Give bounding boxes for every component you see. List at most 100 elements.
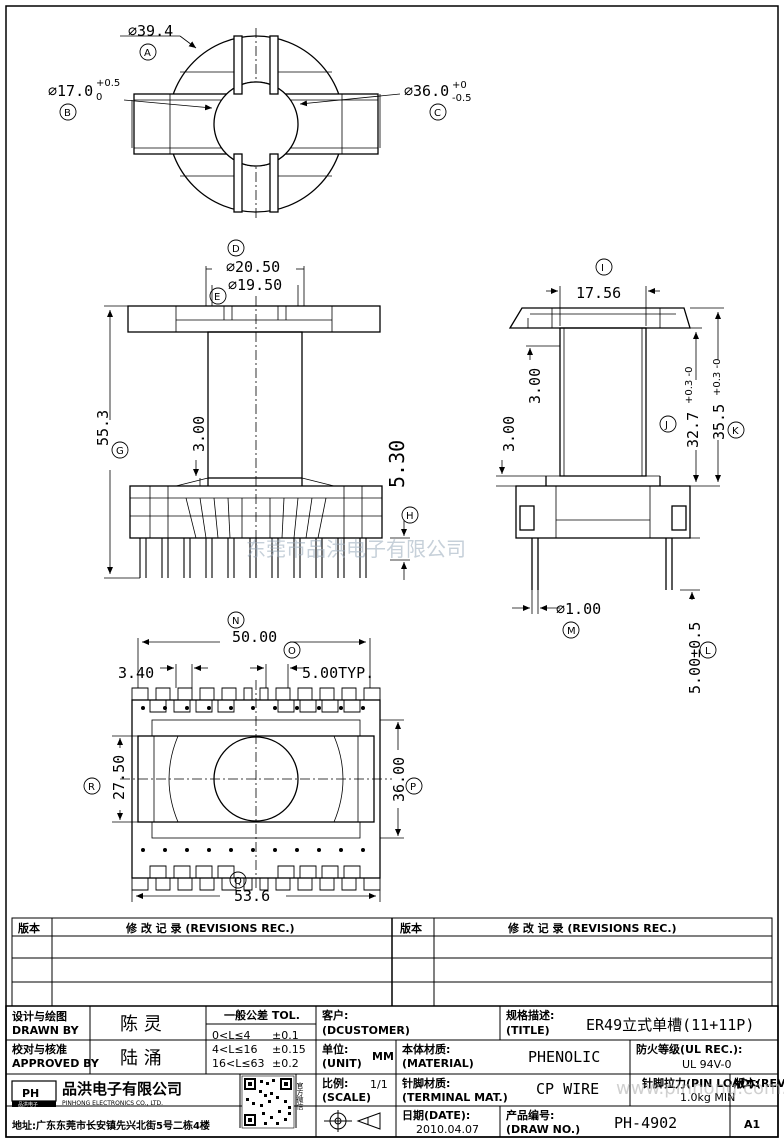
tb-approved-cn: 校对与核准: [12, 1042, 67, 1056]
dim-g: 55.3: [94, 410, 112, 446]
callout-r: R: [88, 782, 95, 793]
callout-j: J: [664, 420, 668, 431]
dim-o: 5.00TYP.: [302, 664, 374, 682]
bottom-view: [120, 680, 392, 891]
dim-c-tol-up: +0: [452, 80, 467, 91]
bottom-view-dims: [112, 638, 404, 902]
dim-b-tol-up: +0.5: [96, 78, 120, 89]
tb-tol-val-2: ±0.15: [272, 1043, 306, 1056]
tb-material-en: (MATERIAL): [402, 1057, 474, 1070]
front-view: [127, 296, 383, 578]
callout-g: G: [116, 446, 124, 457]
dim-k: 35.5: [710, 404, 728, 440]
tb-terminal-cn: 针脚材质:: [402, 1076, 450, 1090]
tb-fire-cn: 防火等级(UL REC.):: [636, 1042, 742, 1056]
tb-approved-en: APPROVED BY: [12, 1057, 100, 1070]
top-view-dims: [120, 35, 401, 148]
tb-rev-value: A1: [744, 1118, 760, 1131]
rev-col-rec-right: 修 改 记 录 (REVISIONS REC.): [507, 921, 677, 935]
top-view: [133, 28, 379, 220]
projection-symbol-icon: [324, 1110, 381, 1132]
company-name-cn: 品洪电子有限公司: [62, 1080, 182, 1098]
callout-d: D: [232, 244, 240, 255]
tb-designed-cn: 设计与绘图: [12, 1009, 67, 1023]
rev-col-ver-left: 版本: [18, 921, 40, 935]
rev-col-rec-left: 修 改 记 录 (REVISIONS REC.): [125, 921, 295, 935]
dim-a: ⌀39.4: [128, 22, 173, 40]
tb-tol-range-3: 16<L≤63: [212, 1057, 265, 1070]
callout-i: I: [601, 263, 604, 274]
watermark-cn: 东莞市品洪电子有限公司: [246, 537, 466, 561]
callout-p: P: [410, 782, 416, 793]
company-logo-sub: 品洪电子: [18, 1101, 38, 1108]
tb-approver: 陆 涌: [120, 1048, 162, 1069]
tb-pinload-value: 1.0kg MIN: [680, 1091, 735, 1104]
callout-n: N: [232, 616, 239, 627]
dim-c: ⌀36.0: [404, 82, 449, 100]
revision-table: [11, 917, 773, 1007]
dim-m: ⌀1.00: [556, 600, 601, 618]
tb-designed-en: DRAWN BY: [12, 1024, 80, 1037]
dim-d: ⌀20.50: [226, 258, 280, 276]
company-logo-icon: [11, 1080, 57, 1107]
callout-e: E: [214, 292, 220, 303]
qr-caption: 官方微信: [296, 1081, 304, 1111]
dim-j-tol: +0.3 -0: [684, 367, 695, 404]
dim-front-t1: 3.00: [190, 416, 208, 452]
tb-tol-val-1: ±0.1: [272, 1029, 299, 1042]
tb-terminal-value: CP WIRE: [536, 1080, 599, 1098]
side-view-dims: [496, 286, 724, 614]
tb-scale-value: 1/1: [370, 1078, 388, 1091]
dim-l: 5.00±0.5: [686, 622, 704, 694]
front-view-dims: [104, 266, 410, 580]
callout-q: Q: [234, 876, 242, 887]
tb-tol-range-1: 0<L≤4: [212, 1029, 251, 1042]
dim-r: 27.50: [110, 755, 128, 800]
dim-h: 5.30: [385, 440, 409, 488]
dim-b: ⌀17.0: [48, 82, 93, 100]
callout-h: H: [406, 511, 414, 522]
dim-j: 32.7: [684, 412, 702, 448]
dim-e: ⌀19.50: [228, 276, 282, 294]
qr-code-icon: [241, 1075, 295, 1129]
callout-l: L: [705, 646, 711, 657]
company-address: 地址:广东东莞市长安镇先兴北街5号二栋4楼: [12, 1119, 210, 1132]
company-name-en: PINHONG ELECTRONICS CO., LTD.: [62, 1100, 163, 1107]
rev-col-ver-right: 版本: [400, 921, 422, 935]
tb-tol-title: 一般公差 TOL.: [224, 1008, 300, 1022]
callout-b: B: [64, 108, 71, 119]
dim-p: 36.00: [390, 757, 408, 802]
title-block: [5, 1005, 779, 1138]
callout-a: A: [144, 48, 151, 59]
tb-rev-cn: 版本(REV):: [734, 1076, 784, 1090]
tb-drawno-cn: 产品编号:: [506, 1108, 554, 1122]
dim-q: 53.6: [234, 887, 270, 905]
tb-customer-cn: 客户:: [321, 1008, 348, 1022]
tb-unit-cn: 单位:: [322, 1042, 348, 1056]
tb-unit-en: (UNIT): [322, 1057, 362, 1070]
callout-k: K: [732, 426, 739, 437]
tb-unit-value: MM: [372, 1050, 394, 1063]
tb-pinload-cn: 针脚拉力(PIN LOAD):: [642, 1076, 759, 1090]
watermark-url: www.pinhong.com.td: [616, 1078, 784, 1099]
callout-c: C: [434, 108, 441, 119]
dim-side-t1: 3.00: [526, 368, 544, 404]
side-view: [508, 307, 691, 590]
company-logo-text: PH: [22, 1087, 39, 1100]
tb-designer: 陈 灵: [120, 1014, 162, 1035]
tb-material-value: PHENOLIC: [528, 1048, 600, 1066]
tb-date-value: 2010.04.07: [416, 1123, 479, 1136]
dim-i: 17.56: [576, 284, 621, 302]
tb-fire-value: UL 94V-0: [682, 1058, 732, 1071]
tb-date-cn: 日期(DATE):: [402, 1108, 470, 1122]
tb-spec-en: (TITLE): [506, 1024, 550, 1037]
callout-m: M: [567, 626, 576, 637]
tb-spec-cn: 规格描述:: [506, 1008, 554, 1022]
tb-tol-val-3: ±0.2: [272, 1057, 299, 1070]
dim-pitch: 3.40: [118, 664, 154, 682]
tb-material-cn: 本体材质:: [402, 1042, 450, 1056]
tb-customer-en: (DCUSTOMER): [322, 1024, 410, 1037]
tb-drawno-value: PH-4902: [614, 1114, 677, 1132]
callout-o: O: [288, 646, 296, 657]
